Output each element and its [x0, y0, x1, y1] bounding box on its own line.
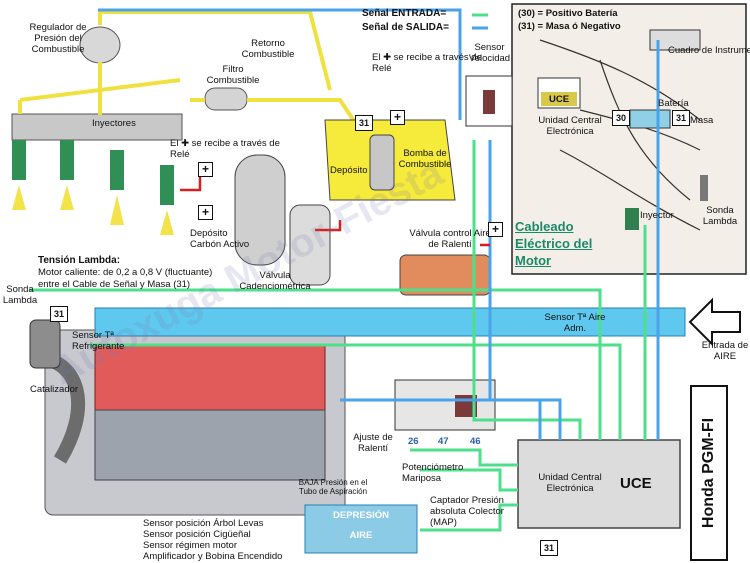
- legend-output: Señal de SALIDA=: [362, 22, 449, 33]
- amp-coil-label: Amplificador y Bobina Encendido: [143, 551, 283, 562]
- fuel-rail: [11, 113, 183, 141]
- terminal-31-ecu: 31: [540, 540, 558, 556]
- battery-label: Batería: [658, 98, 689, 109]
- inset-uce-label: Unidad Central Electrónica: [538, 115, 602, 137]
- crank-sensor-label: Sensor posición Cigüeñal: [143, 529, 251, 540]
- terminal-31-lambda: 31: [50, 306, 68, 322]
- coolant-label: Sensor Tª Refrigerante: [72, 330, 125, 352]
- plus-terminal-injectors: +: [198, 162, 213, 177]
- instruments-icon: [649, 29, 701, 51]
- map-chamber: [304, 504, 418, 554]
- idle-adjust-label: Ajuste de Ralentí: [353, 432, 393, 454]
- tank-label: Depósito: [330, 165, 368, 176]
- lambda-text-1: Motor caliente: de 0,2 a 0,8 V (fluctuan…: [38, 267, 213, 278]
- throttle-body: [394, 379, 496, 431]
- instruments-label: Cuadro de Instrumentos: [668, 45, 750, 56]
- lambda-title: Tensión Lambda:: [38, 255, 121, 266]
- crankcase: [94, 409, 326, 481]
- air-inlet-arrow: [688, 297, 741, 347]
- plus-terminal-pump: +: [390, 110, 405, 125]
- ecu-badge: UCE: [620, 475, 652, 492]
- canister-valve-label: Válvula Cadenciométrica: [239, 270, 311, 292]
- harness-lines: [539, 39, 701, 231]
- inset-injector-label: Inyector: [640, 210, 674, 221]
- air-temp-label: Sensor Tª Aire Adm.: [544, 312, 606, 334]
- idle-valve-label: Válvula control Aire de Ralentí: [409, 228, 491, 250]
- pump-label: Bomba de Combustible: [398, 148, 452, 170]
- inset-injector-icon: [625, 208, 639, 230]
- inset-line-31: (31) = Masa ó Negativo: [518, 21, 621, 32]
- rpm-sensor-label: Sensor régimen motor: [143, 540, 237, 551]
- fuel-lines: [18, 10, 362, 132]
- brand-label: Honda PGM-FI: [690, 385, 728, 561]
- output-signal-lines: [98, 8, 660, 440]
- low-pressure-label: BAJA Presión en el Tubo de Aspiración: [298, 478, 368, 496]
- map-label: Captador Presión absoluta Colector (MAP): [430, 495, 504, 528]
- carbon-label: Depósito Carbón Activo: [190, 228, 250, 250]
- legend-input: Señal ENTRADA=: [362, 8, 447, 19]
- fuel-pump: [369, 134, 395, 191]
- regulator-label: Regulador de Presión del Combustible: [29, 22, 87, 55]
- carbon-canister: [234, 154, 286, 266]
- catalyst-label: Catalizador: [30, 384, 79, 395]
- canister-valve: [289, 204, 331, 286]
- battery-icon: [629, 109, 671, 129]
- speed-sensor-coil: [483, 90, 495, 114]
- inset-line-30: (30) = Positivo Batería: [518, 8, 618, 19]
- lambda-text-2: entre el Cable de Señal y Masa (31): [38, 279, 191, 290]
- plus-terminal-canister: +: [198, 205, 213, 220]
- depression-label: DEPRESIÓN: [333, 510, 389, 521]
- fuel-filter: [204, 87, 248, 111]
- intake-duct: [94, 307, 686, 337]
- inset-uce-badge: [541, 92, 577, 106]
- plus-terminal-idle: +: [488, 222, 503, 237]
- ground-label: Masa: [690, 115, 714, 126]
- pin-26: 26: [408, 436, 419, 447]
- terminal-31-tank: 31: [355, 115, 373, 131]
- air-label: AIRE: [349, 530, 373, 541]
- relay-note-2: El ✚ se recibe a través de Relé: [170, 138, 280, 160]
- cylinder-head: [94, 344, 326, 411]
- ecu-label: Unidad Central Electrónica: [538, 472, 602, 494]
- relay-note-1: El ✚ se recibe a través de Relé: [372, 52, 482, 74]
- inset-lambda-icon: [700, 175, 708, 201]
- speed-sensor-label: Sensor Velocidad: [468, 42, 511, 64]
- inset-lambda-label: Sonda Lambda: [702, 205, 738, 227]
- cam-sensor-label: Sensor posición Árbol Levas: [143, 518, 264, 529]
- lambda-probe-label: Sonda Lambda: [2, 284, 38, 306]
- throttle-label: Potenciómetro Mariposa: [402, 462, 464, 484]
- terminal-31-inset: 31: [672, 110, 690, 126]
- air-inlet-label: Entrada de AIRE: [701, 340, 749, 362]
- terminal-30: 30: [612, 110, 630, 126]
- pin-46: 46: [470, 436, 481, 447]
- wiring-title: Cableado Eléctrico del Motor: [515, 219, 593, 268]
- input-signal-lines: [30, 13, 647, 532]
- injectors: [12, 140, 174, 235]
- inset-uce-badge-text: UCE: [549, 94, 570, 105]
- catalyst-icon: [29, 319, 61, 369]
- pin-47: 47: [438, 436, 449, 447]
- filter-label: Filtro Combustible: [206, 64, 260, 86]
- return-label: Retorno Combustible: [241, 38, 295, 60]
- injectors-label: Inyectores: [92, 118, 136, 129]
